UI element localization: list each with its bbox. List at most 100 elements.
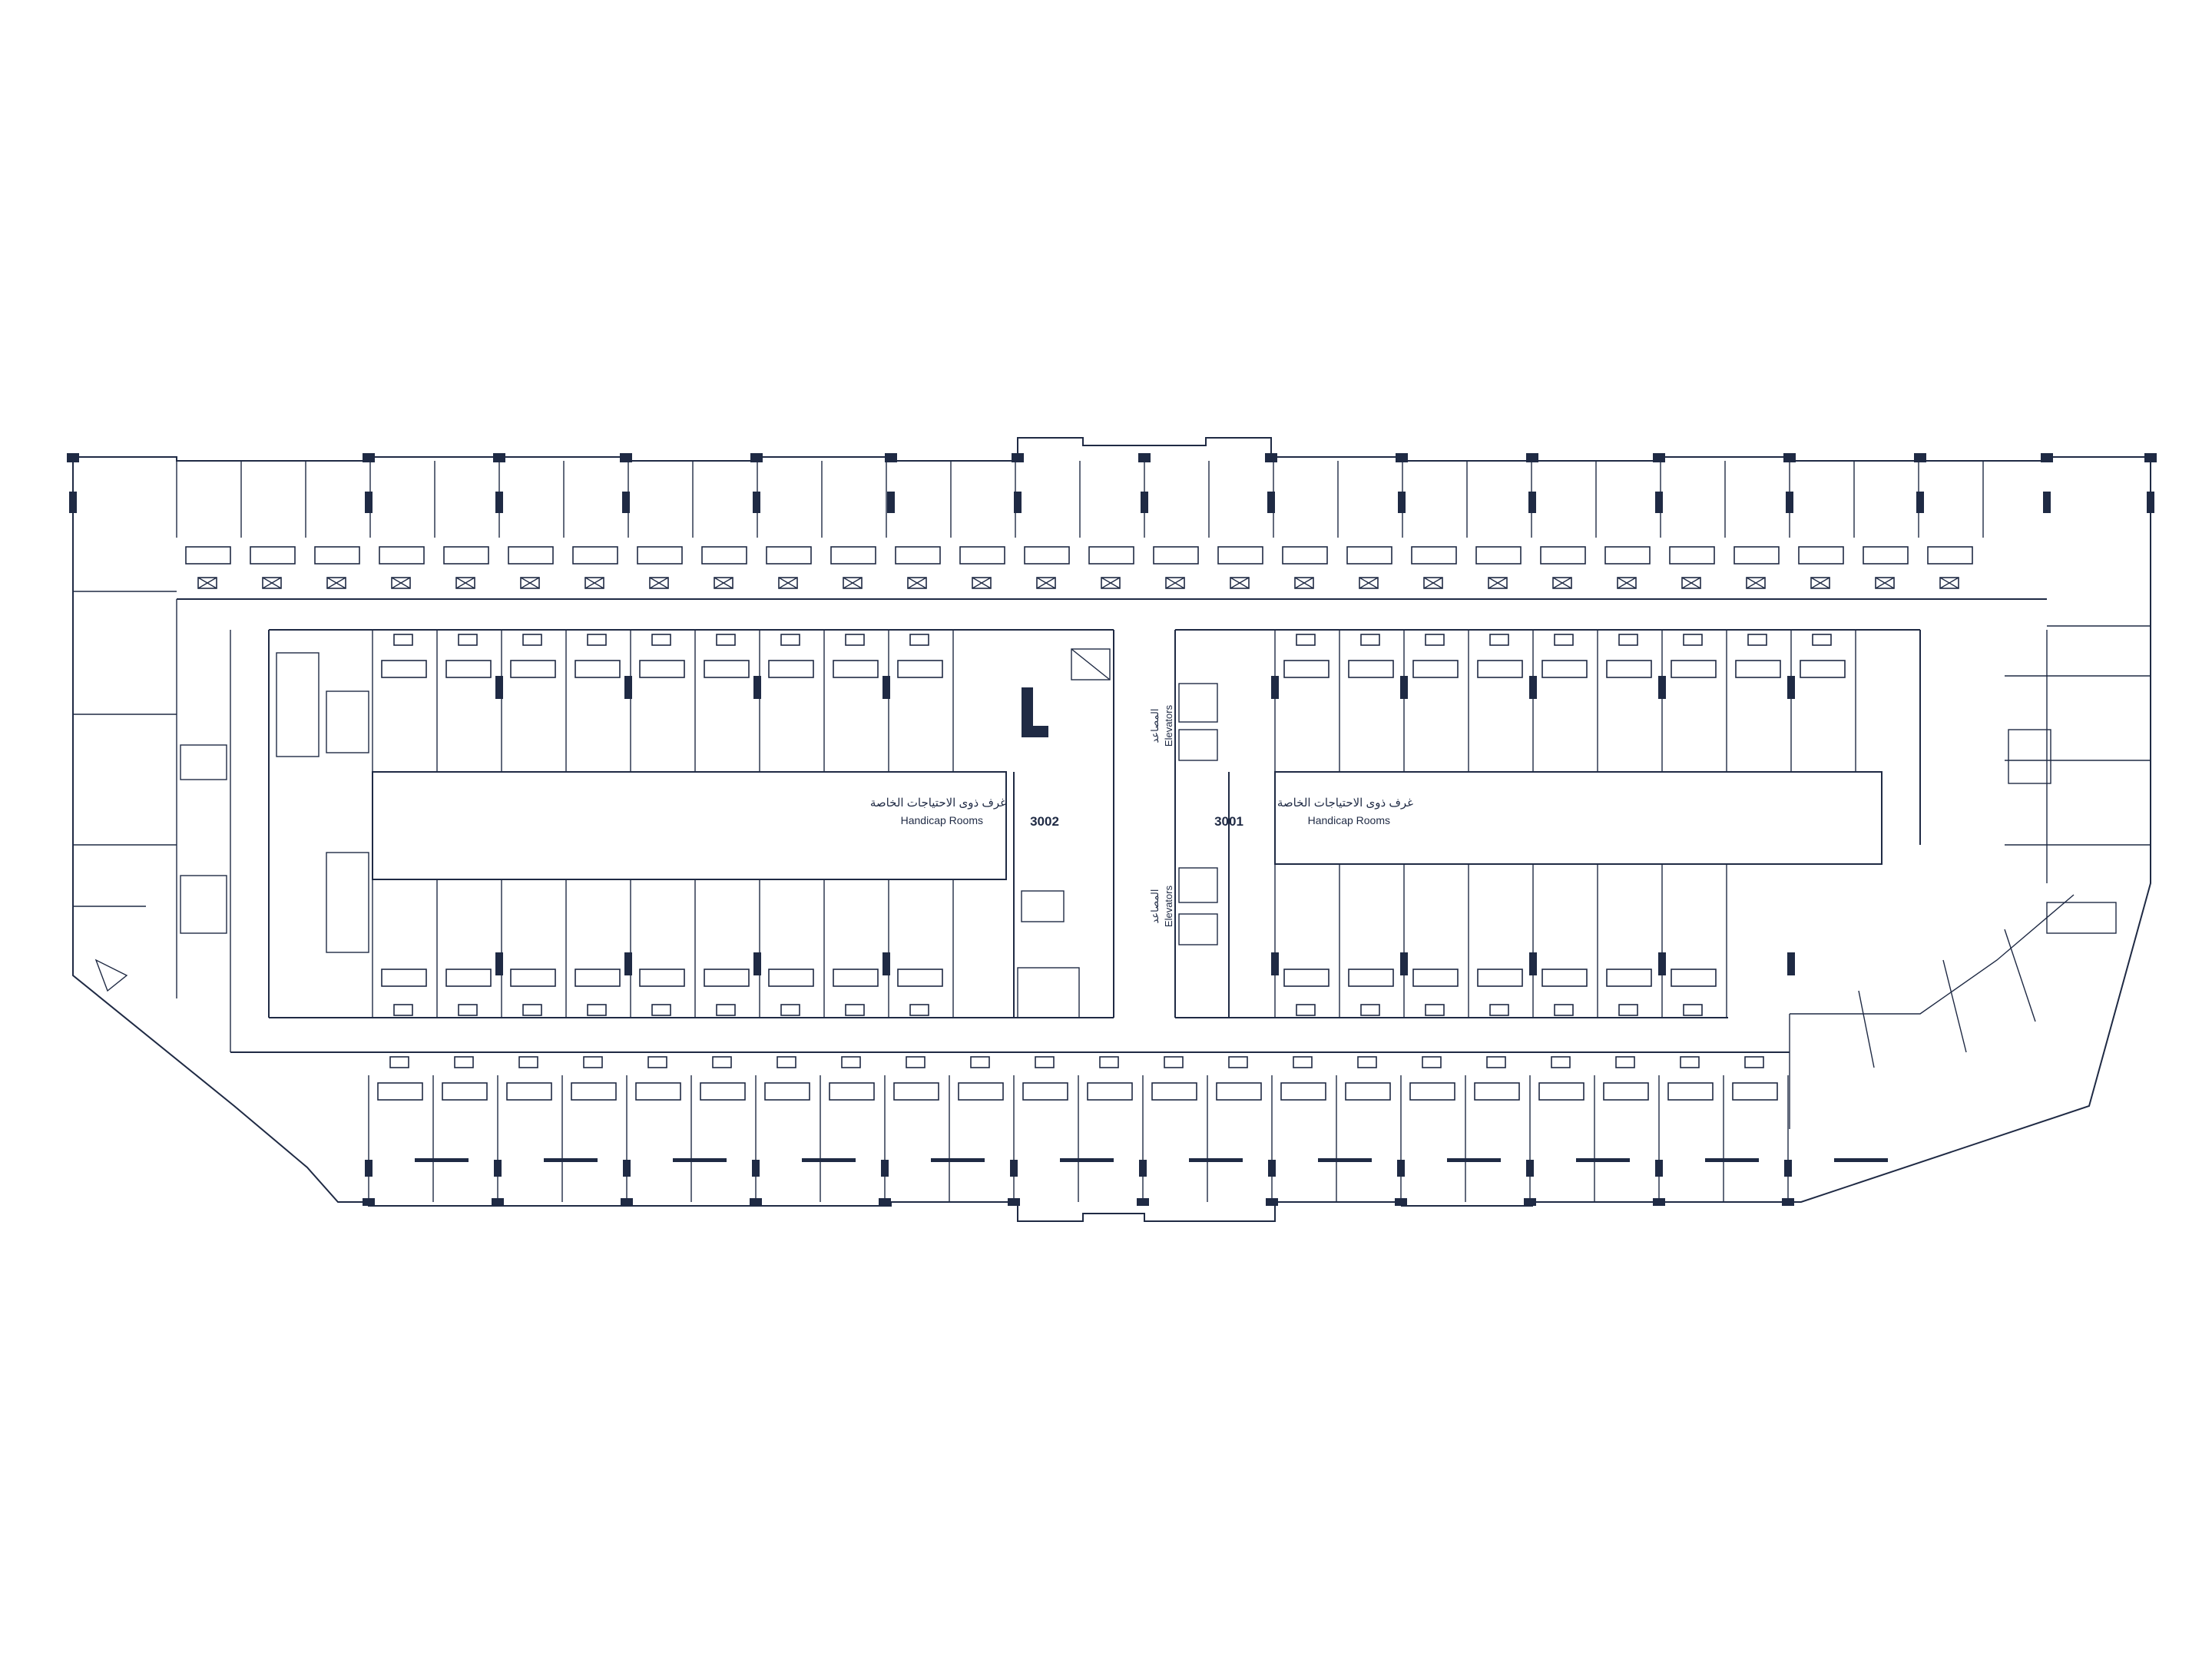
sink-cross <box>1423 577 1443 589</box>
bed-fixture <box>1087 1082 1133 1101</box>
column <box>1398 492 1406 513</box>
column <box>750 453 763 462</box>
bed-fixture <box>1282 546 1328 565</box>
column <box>365 1160 373 1177</box>
sink-fixture <box>389 1056 409 1068</box>
bed-fixture <box>381 660 427 678</box>
bed-fixture <box>379 546 425 565</box>
sink-fixture <box>522 1004 542 1016</box>
sink-fixture <box>845 1004 865 1016</box>
bed-fixture <box>575 660 621 678</box>
bed-fixture <box>1280 1082 1326 1101</box>
sink-cross <box>1746 577 1766 589</box>
sink-fixture <box>1296 634 1316 646</box>
sink-fixture <box>1747 634 1767 646</box>
column <box>1268 1160 1276 1177</box>
sink-cross <box>1359 577 1379 589</box>
column <box>415 1158 469 1162</box>
bed-fixture <box>1348 660 1394 678</box>
column <box>753 952 761 975</box>
sink-fixture <box>1489 634 1509 646</box>
bed-fixture <box>1409 1082 1455 1101</box>
column <box>495 952 503 975</box>
bed-fixture <box>1863 546 1909 565</box>
bed-fixture <box>1283 969 1330 987</box>
sink-cross <box>1294 577 1314 589</box>
bed-fixture <box>893 1082 939 1101</box>
bed-fixture <box>637 546 683 565</box>
bed-fixture <box>833 660 879 678</box>
column <box>495 676 503 699</box>
column <box>1576 1158 1630 1162</box>
column <box>1655 1160 1663 1177</box>
bed-fixture <box>833 969 879 987</box>
bed-fixture <box>571 1082 617 1101</box>
column <box>1914 453 1926 462</box>
column <box>1400 676 1408 699</box>
bed-fixture <box>1216 1082 1262 1101</box>
bed-fixture <box>442 1082 488 1101</box>
bed-fixture <box>897 969 943 987</box>
sink-fixture <box>1228 1056 1248 1068</box>
bed-fixture <box>1412 660 1459 678</box>
column <box>1396 453 1408 462</box>
sink-cross <box>843 577 863 589</box>
sink-cross <box>649 577 669 589</box>
handicap-label-en-left: Handicap Rooms <box>901 814 983 826</box>
bed-fixture <box>700 1082 746 1101</box>
bed-fixture <box>895 546 941 565</box>
column <box>753 676 761 699</box>
lower-inner-rooms <box>372 864 1727 1018</box>
column <box>2041 453 2053 462</box>
sink-fixture <box>522 634 542 646</box>
column <box>1318 1158 1372 1162</box>
bed-fixture <box>829 1082 875 1101</box>
bed-fixture <box>766 546 812 565</box>
bed-fixture <box>1732 1082 1778 1101</box>
sink-fixture <box>1615 1056 1635 1068</box>
column <box>1266 1198 1278 1206</box>
bed-fixture <box>510 660 556 678</box>
column <box>622 492 630 513</box>
bed-fixture <box>1153 546 1199 565</box>
bed-fixture <box>1411 546 1457 565</box>
bed-fixture <box>185 546 231 565</box>
bed-fixture <box>1798 546 1844 565</box>
sink-fixture <box>1099 1056 1119 1068</box>
sink-fixture <box>1554 634 1574 646</box>
bed-fixture <box>1800 660 1846 678</box>
sink-fixture <box>780 634 800 646</box>
handicap-label-ar-left: غرف ذوى الاحتياجات الخاصة <box>870 796 1006 810</box>
sink-fixture <box>777 1056 796 1068</box>
column <box>1139 1160 1147 1177</box>
column <box>624 952 632 975</box>
column <box>363 1198 375 1206</box>
sink-fixture <box>909 1004 929 1016</box>
bed-fixture <box>1606 660 1652 678</box>
column <box>1787 676 1795 699</box>
bed-fixture <box>1540 546 1586 565</box>
sink-cross <box>520 577 540 589</box>
column <box>753 492 760 513</box>
room-fixtures <box>185 546 1973 1101</box>
sink-fixture <box>1164 1056 1184 1068</box>
column <box>931 1158 985 1162</box>
column <box>1012 453 1024 462</box>
bed-fixture <box>506 1082 552 1101</box>
column <box>1395 1198 1407 1206</box>
column <box>1787 952 1795 975</box>
sink-cross <box>714 577 733 589</box>
sink-fixture <box>712 1056 732 1068</box>
bed-fixture <box>1088 546 1134 565</box>
bed-fixture <box>635 1082 681 1101</box>
bed-fixture <box>639 660 685 678</box>
column <box>1138 453 1151 462</box>
sink-fixture <box>1293 1056 1313 1068</box>
column <box>363 453 375 462</box>
column <box>1267 492 1275 513</box>
upper-inner-rooms <box>372 630 1856 772</box>
elevators-label-en-bottom: Elevators <box>1163 885 1174 927</box>
sink-cross <box>1681 577 1701 589</box>
column <box>2147 492 2154 513</box>
column <box>1447 1158 1501 1162</box>
